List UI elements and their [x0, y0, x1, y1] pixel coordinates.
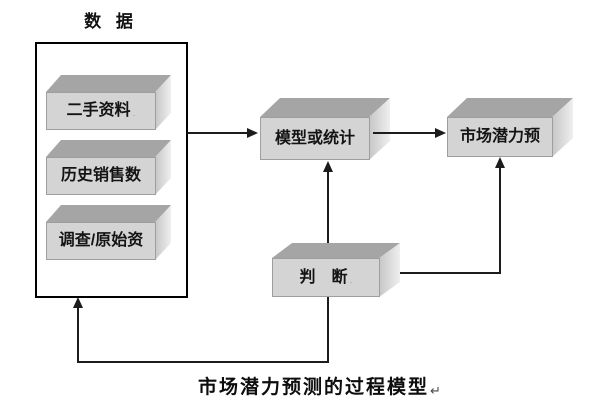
- cube-side-face: [552, 98, 573, 157]
- cube-label: 模型或统计: [274, 129, 355, 147]
- cube-top-face: [260, 98, 390, 117]
- cube-label: 判 断: [299, 268, 348, 286]
- cube-judgment: 判 断 ·: [272, 243, 400, 297]
- cube-front-face: 模型或统计: [260, 117, 370, 160]
- formatting-mark-icon: ·: [349, 277, 353, 287]
- arrowhead-right-icon: [435, 128, 446, 138]
- cube-top-face: [447, 98, 573, 117]
- cube-historical-sales: 历史销售数: [46, 140, 171, 195]
- cube-front-face: 二手资料 ·: [46, 92, 156, 130]
- arrowhead-up-icon: [495, 157, 505, 168]
- cube-label: 二手资料: [66, 102, 131, 119]
- cube-side-face: [155, 205, 171, 260]
- cube-top-face: [46, 140, 171, 157]
- data-group-title: 数 据: [84, 12, 138, 31]
- cube-secondary-data: 二手资料 ·: [46, 75, 171, 130]
- cube-side-face: [155, 75, 171, 130]
- arrowhead-up-icon: [323, 161, 333, 172]
- cube-label: 市场潜力预: [459, 128, 540, 145]
- cube-front-face: 调查/原始资: [46, 222, 156, 260]
- cube-label: 历史销售数: [60, 167, 141, 184]
- cube-top-face: [46, 75, 171, 92]
- arrowhead-up-icon: [73, 297, 83, 308]
- paragraph-return-icon: ↵: [430, 383, 441, 398]
- cube-side-face: [369, 98, 390, 160]
- arrow-judgment-to-market: [400, 166, 501, 274]
- cube-front-face: 市场潜力预: [447, 117, 553, 157]
- formatting-mark-icon: ·: [132, 110, 136, 120]
- cube-side-face: [155, 140, 171, 195]
- cube-front-face: 判 断 ·: [272, 258, 380, 297]
- caption-text: 市场潜力预测的过程模型: [198, 377, 430, 398]
- caption: 市场潜力预测的过程模型↵: [198, 372, 441, 399]
- cube-side-face: [379, 243, 400, 297]
- arrowhead-right-icon: [247, 128, 258, 138]
- cube-top-face: [46, 205, 171, 222]
- arrow-judgment-to-data: [77, 297, 329, 363]
- cube-top-face: [272, 243, 400, 258]
- cube-survey-original: 调查/原始资: [46, 205, 171, 260]
- cube-market-potential: 市场潜力预: [447, 98, 573, 157]
- cube-front-face: 历史销售数: [46, 157, 156, 195]
- cube-model-or-statistics: 模型或统计: [260, 98, 390, 160]
- cube-label: 调查/原始资: [58, 232, 144, 249]
